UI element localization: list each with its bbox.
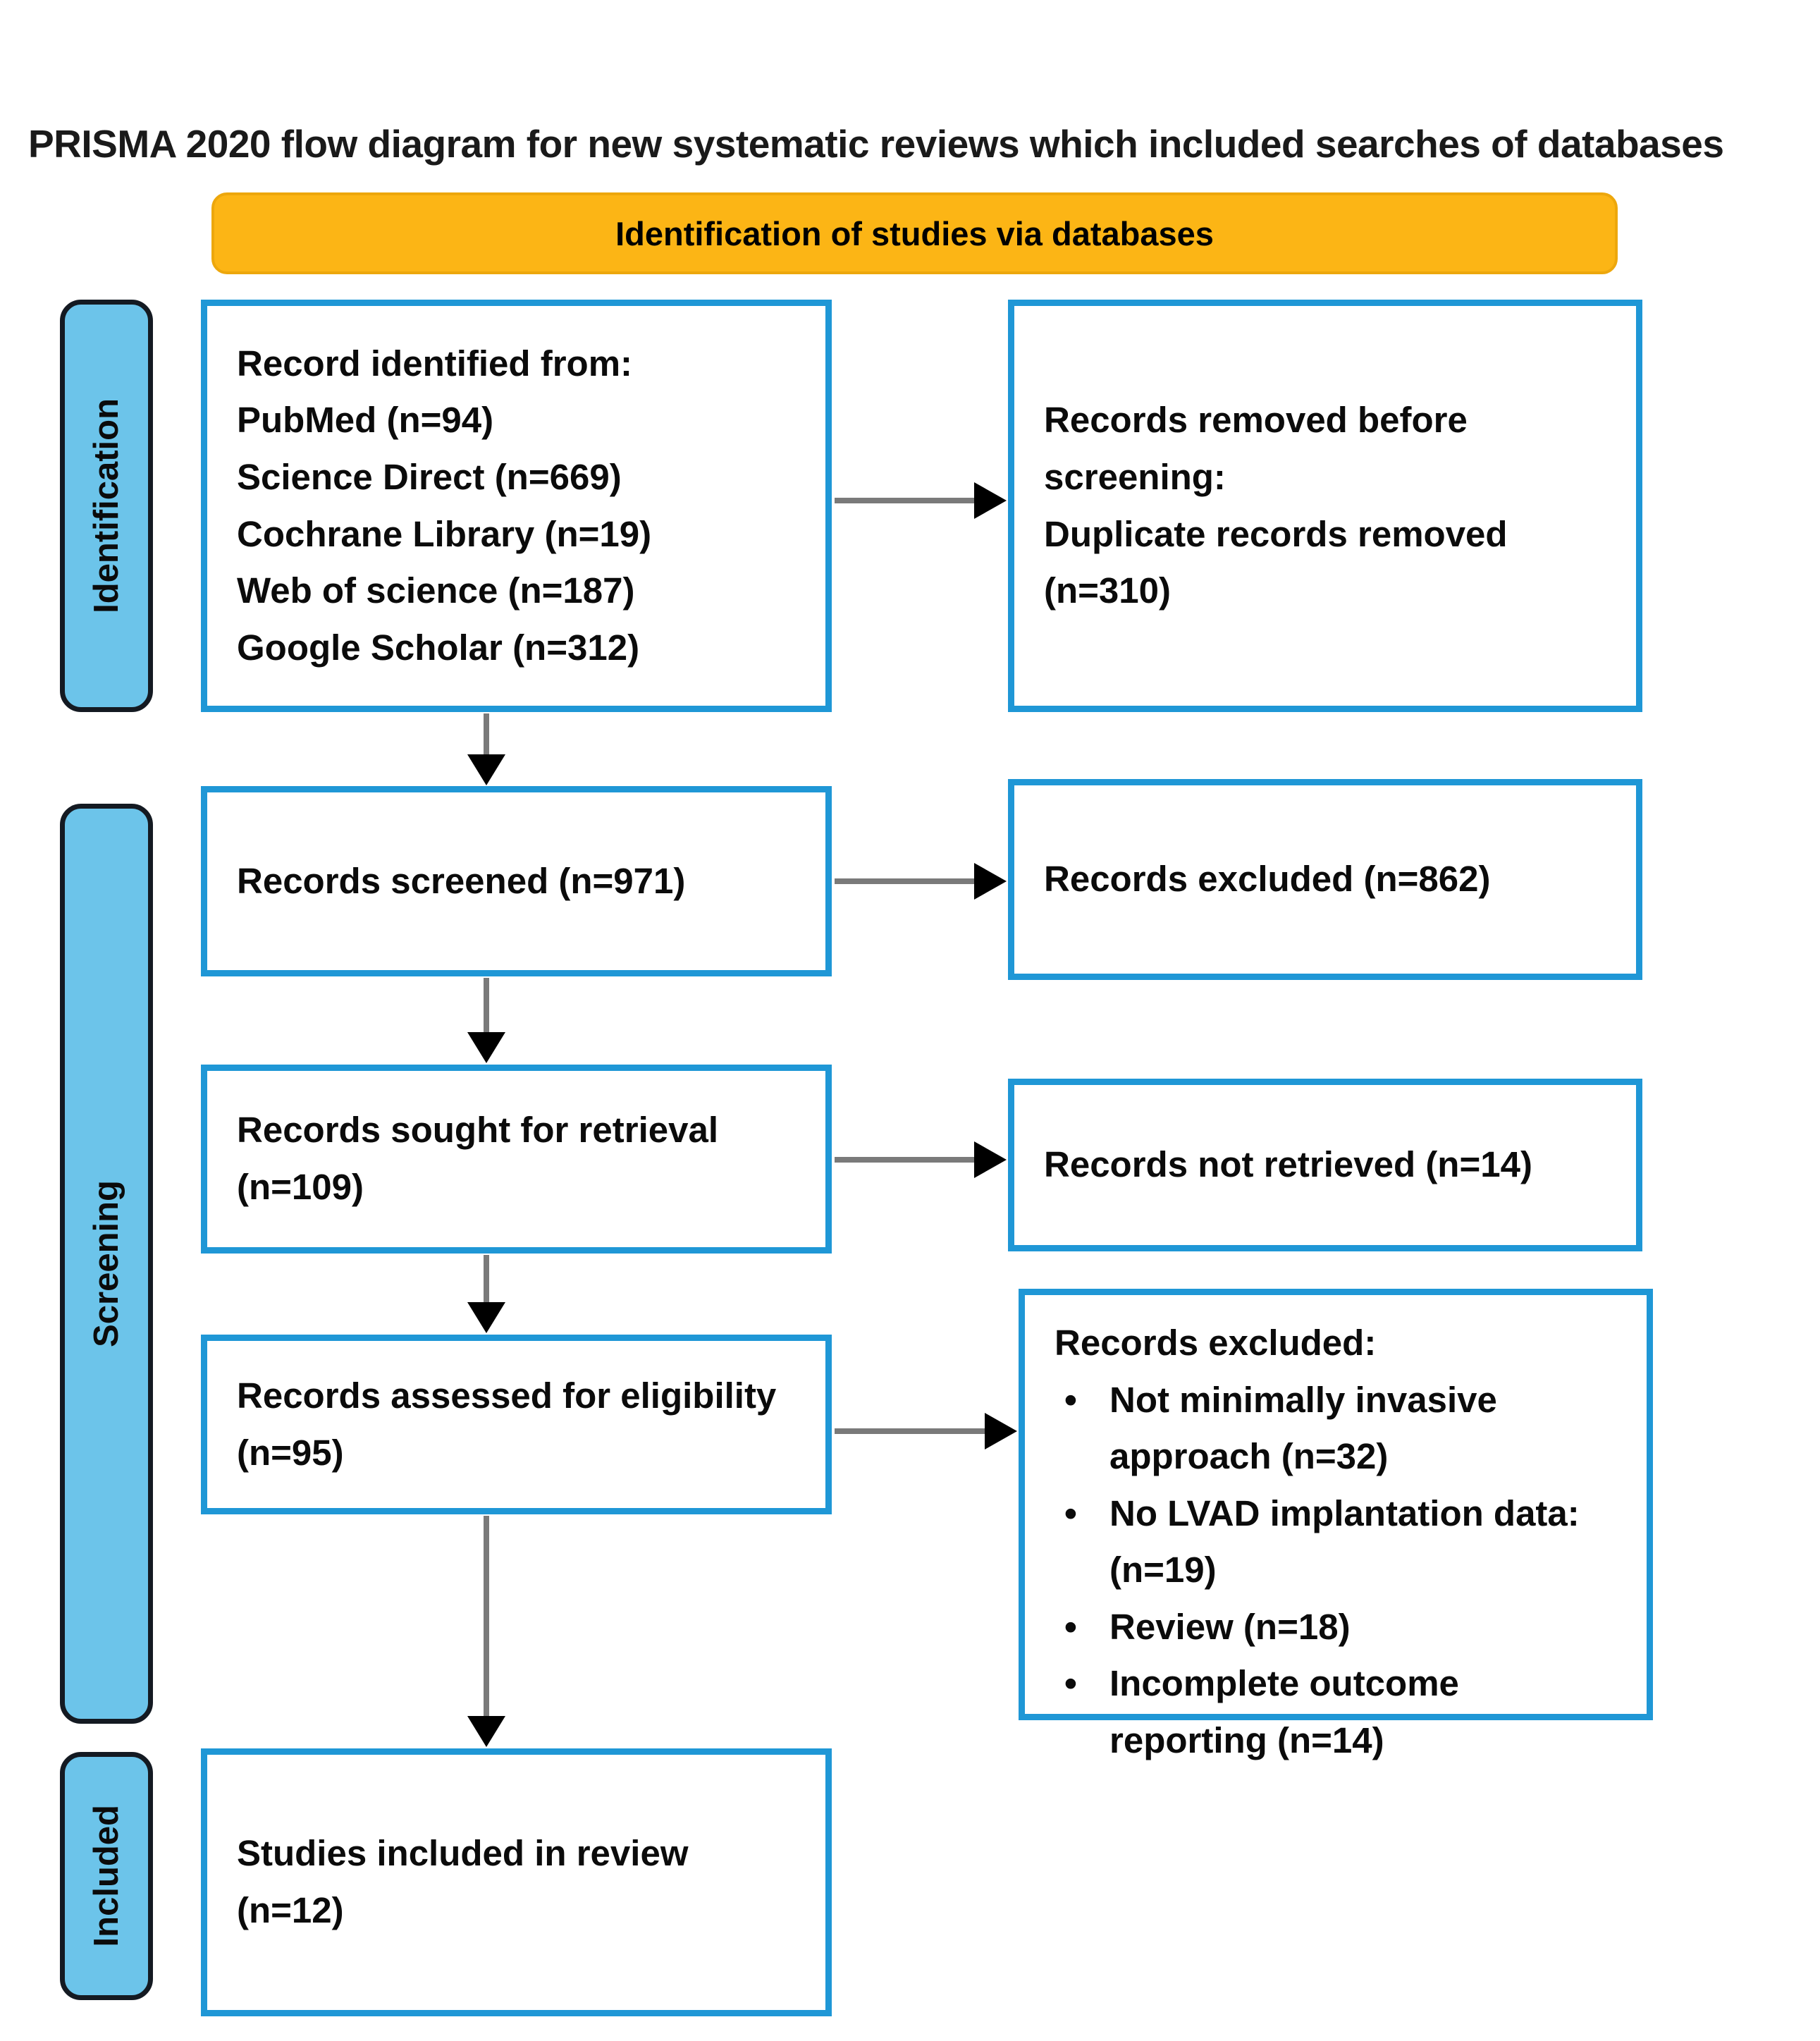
box-records-removed-text: Records removed before screening: Duplic… (1044, 400, 1508, 611)
arrow-line (484, 1255, 489, 1313)
phase-band-screening: Screening (60, 804, 153, 1724)
box-records-sought-text: Records sought for retrieval (n=109) (237, 1110, 718, 1207)
phase-label-screening: Screening (87, 1180, 125, 1347)
box-records-excluded: Records excluded (n=862) (1008, 779, 1642, 980)
phase-band-included: Included (60, 1752, 153, 2000)
arrow-line (484, 1516, 489, 1727)
box-exclusion-reasons: Records excluded: • Not minimally invasiv… (1019, 1289, 1653, 1760)
box-records-not-retrieved-text: Records not retrieved (n=14) (1044, 1144, 1532, 1185)
arrow-line (835, 1428, 996, 1434)
arrow-line (484, 713, 489, 766)
phase-band-identification: Identification (60, 300, 153, 712)
arrow-line (835, 878, 985, 884)
box-records-screened-text: Records screened (n=971) (237, 860, 686, 901)
arrow-screened-to-excluded (835, 863, 1007, 900)
box-records-sought: Records sought for retrieval (n=109) (201, 1065, 832, 1254)
box-studies-included: Studies included in review (n=12) (201, 1748, 832, 2016)
box-records-identified-text: Record identified from: PubMed (n=94) Sc… (237, 343, 652, 668)
exclusion-reason-text: No LVAD implantation data: (n=19) (1109, 1493, 1580, 1590)
arrow-line (484, 978, 489, 1043)
exclusion-reason-list: •Not minimally invasive approach (n=32) … (1055, 1372, 1625, 1770)
arrow-down-icon (467, 754, 505, 785)
arrow-identified-to-screened (467, 713, 506, 785)
arrow-down-icon (467, 1032, 505, 1063)
box-exclusion-reasons-title: Records excluded: (1055, 1323, 1377, 1363)
phase-label-included: Included (87, 1805, 125, 1947)
arrow-sought-to-assessed (467, 1255, 506, 1333)
bullet-icon: • (1064, 1493, 1077, 1533)
exclusion-reason-text: Review (n=18) (1109, 1606, 1351, 1647)
exclusion-reason-item: • Review (n=18) (1055, 1599, 1625, 1656)
box-records-assessed-text: Records assessed for eligibility (n=95) (237, 1375, 777, 1473)
arrow-down-icon (467, 1716, 505, 1747)
box-records-excluded-text: Records excluded (n=862) (1044, 859, 1491, 900)
bullet-icon: • (1064, 1379, 1077, 1420)
box-records-identified: Record identified from: PubMed (n=94) Sc… (201, 300, 832, 712)
bullet-icon: • (1064, 1606, 1077, 1647)
arrow-assessed-to-reasons (835, 1413, 1017, 1449)
arrow-right-icon (985, 1413, 1017, 1449)
arrow-down-icon (467, 1302, 505, 1333)
arrow-sought-to-not-retrieved (835, 1141, 1007, 1178)
exclusion-reason-item: • Incomplete outcome reporting (n=14) (1055, 1655, 1625, 1769)
box-records-assessed: Records assessed for eligibility (n=95) (201, 1335, 832, 1514)
arrow-right-icon (974, 482, 1007, 519)
box-records-removed: Records removed before screening: Duplic… (1008, 300, 1642, 712)
arrow-right-icon (974, 1141, 1007, 1178)
arrow-line (835, 1157, 985, 1163)
exclusion-reason-text: Incomplete outcome reporting (n=14) (1109, 1663, 1459, 1761)
exclusion-reason-text: Not minimally invasive approach (n=32) (1109, 1379, 1497, 1477)
arrow-assessed-to-included (467, 1516, 506, 1747)
page-title: PRISMA 2020 flow diagram for new systema… (28, 122, 1724, 166)
box-records-not-retrieved: Records not retrieved (n=14) (1008, 1079, 1642, 1251)
arrow-identified-to-removed (835, 482, 1007, 519)
arrow-screened-to-sought (467, 978, 506, 1063)
box-studies-included-text: Studies included in review (n=12) (237, 1833, 689, 1930)
exclusion-reason-item: • No LVAD implantation data: (n=19) (1055, 1485, 1625, 1599)
identification-banner-label: Identification of studies via databases (615, 214, 1214, 252)
phase-label-identification: Identification (87, 398, 125, 613)
exclusion-reason-item: • Not minimally invasive approach (n=32) (1055, 1372, 1625, 1485)
bullet-icon: • (1064, 1663, 1077, 1704)
box-records-screened: Records screened (n=971) (201, 786, 832, 976)
arrow-right-icon (974, 863, 1007, 900)
identification-banner: Identification of studies via databases (211, 192, 1618, 274)
arrow-line (835, 498, 985, 503)
